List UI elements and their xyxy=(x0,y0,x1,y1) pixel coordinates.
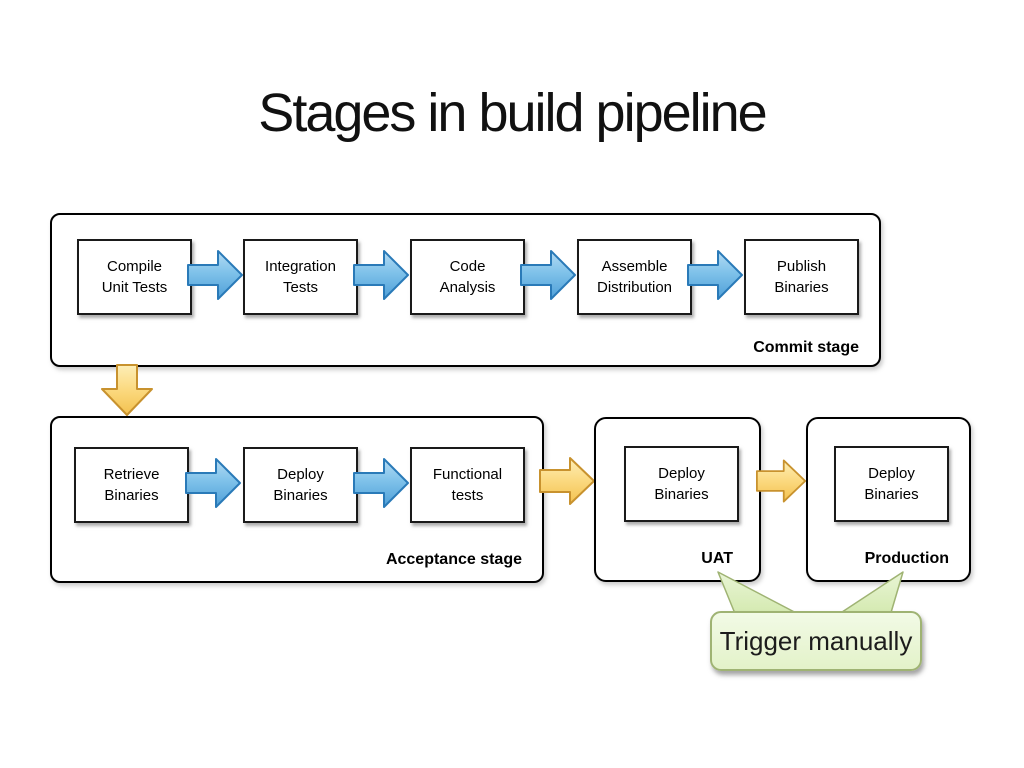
step-box-retrieve-binaries: Retrieve Binaries xyxy=(74,447,189,523)
production-stage-container: Deploy Binaries Production xyxy=(806,417,971,582)
uat-stage-container: Deploy Binaries UAT xyxy=(594,417,761,582)
step-box-publish-binaries: Publish Binaries xyxy=(744,239,859,315)
arrow-right-icon xyxy=(539,457,595,505)
arrow-right-icon xyxy=(187,250,243,300)
step-box-deploy-binaries-uat: Deploy Binaries xyxy=(624,446,739,522)
page-title: Stages in build pipeline xyxy=(258,83,767,144)
step-box-assemble-distribution: Assemble Distribution xyxy=(577,239,692,315)
acceptance-stage-label: Acceptance stage xyxy=(385,551,522,568)
arrow-right-icon xyxy=(353,250,409,300)
acceptance-stage-container: Retrieve Binaries Deploy Binaries Functi… xyxy=(50,416,544,583)
arrow-right-icon xyxy=(687,250,743,300)
step-box-functional-tests: Functional tests xyxy=(410,447,525,523)
arrow-right-icon xyxy=(520,250,576,300)
step-box-compile-unit-tests: Compile Unit Tests xyxy=(77,239,192,315)
uat-stage-label: UAT xyxy=(701,550,733,567)
step-box-deploy-binaries-production: Deploy Binaries xyxy=(834,446,949,522)
step-box-integration-tests: Integration Tests xyxy=(243,239,358,315)
arrow-right-icon xyxy=(756,459,807,503)
trigger-manually-callout: Trigger manually xyxy=(710,611,922,671)
arrow-right-icon xyxy=(185,458,241,508)
callout-text: Trigger manually xyxy=(719,625,913,656)
arrow-right-icon xyxy=(353,458,409,508)
production-stage-label: Production xyxy=(864,550,949,567)
step-box-code-analysis: Code Analysis xyxy=(410,239,525,315)
commit-stage-container: Compile Unit Tests Integration Tests Cod… xyxy=(50,213,881,367)
step-box-deploy-binaries: Deploy Binaries xyxy=(243,447,358,523)
commit-stage-label: Commit stage xyxy=(753,339,859,356)
arrow-down-icon xyxy=(101,364,153,416)
